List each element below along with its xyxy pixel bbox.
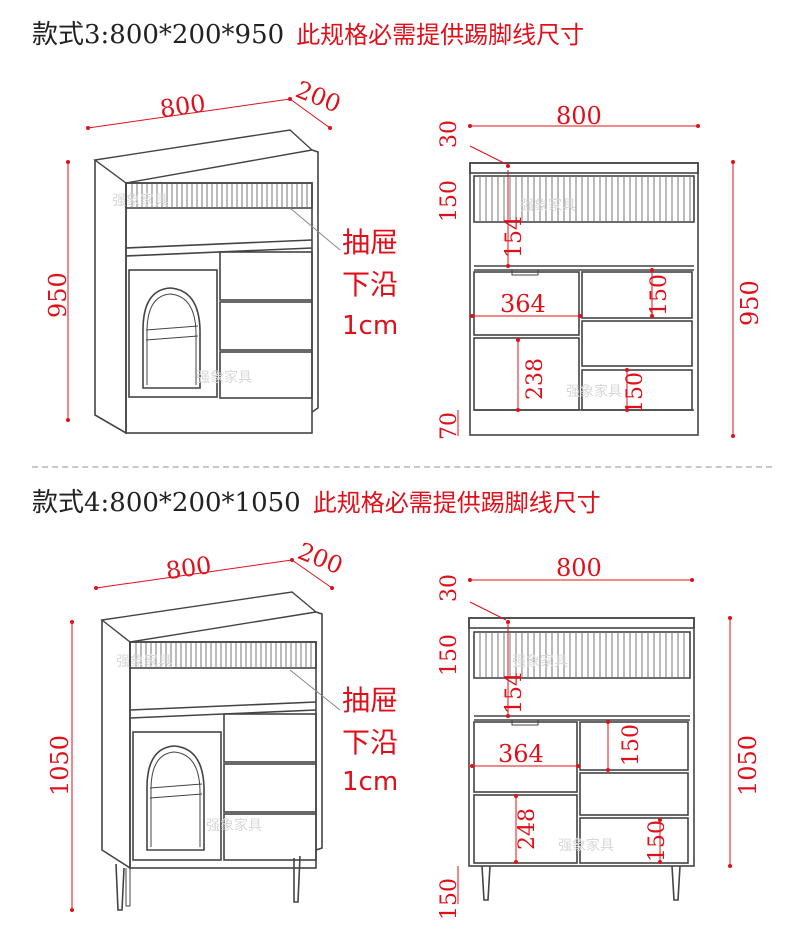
style4-annot-line1: 抽屉 — [342, 684, 398, 717]
style4-base: 150 — [437, 878, 462, 920]
style3-watermark-4: 强象家具 — [566, 383, 622, 400]
style3-note: 此规格必需提供踢脚线尺寸 — [296, 21, 585, 49]
style3-annotation: 抽屉 下沿 1cm — [342, 226, 398, 341]
style4-front-width: 800 — [556, 554, 602, 582]
style3-width-label: 800 — [158, 89, 207, 123]
style3-model: 款式3:800*200*950 — [32, 20, 285, 50]
style4-front-height: 1050 — [734, 735, 762, 796]
style4-perspective-view — [100, 591, 341, 911]
style3-drawer-height-1: 150 — [647, 274, 672, 316]
style3-drawing: 强象家具 强象家具 800 200 950 抽屉 下沿 1cm — [44, 75, 764, 440]
style3-watermark-2: 强象家具 — [196, 369, 252, 386]
style3-door-compartment: 238 — [523, 358, 548, 400]
style4-note: 此规格必需提供踢脚线尺寸 — [312, 489, 601, 517]
style4-drawer-width: 364 — [498, 740, 544, 768]
style4-section: 款式4:800*200*1050 此规格必需提供踢脚线尺寸 — [0, 470, 790, 938]
style3-annot-line3: 1cm — [342, 311, 398, 341]
style3-depth-label: 200 — [292, 75, 345, 118]
style4-drawer-height-1: 150 — [619, 724, 644, 766]
style4-door-compartment: 248 — [515, 808, 540, 850]
style3-annot-line2: 下沿 — [342, 268, 398, 301]
style4-annot-line3: 1cm — [342, 767, 398, 797]
style3-annot-line1: 抽屉 — [342, 226, 398, 259]
style3-drawer-height-2: 150 — [623, 372, 648, 414]
style4-front-dims — [457, 579, 731, 904]
style3-base: 70 — [437, 412, 462, 440]
style4-depth-label: 200 — [294, 537, 347, 580]
style4-top-board: 30 — [437, 574, 462, 602]
style3-drawer-width: 364 — [500, 290, 546, 318]
style4-open-shelf: 154 — [502, 672, 527, 714]
style4-watermark-4: 强象家具 — [558, 837, 614, 854]
style4-fluted-panel: 150 — [437, 634, 462, 676]
style4-drawer-height-2: 150 — [645, 820, 670, 862]
style4-annot-line2: 下沿 — [342, 726, 398, 759]
style4-drawing: 强象家具 强象家具 800 200 1050 抽屉 下沿 1cm — [46, 537, 762, 920]
style4-watermark-3: 强象家具 — [512, 653, 568, 670]
style3-section: 款式3:800*200*950 此规格必需提供踢脚线尺寸 — [32, 22, 772, 468]
style3-front-height: 950 — [736, 280, 764, 326]
style3-front-view — [469, 162, 699, 436]
style4-perspective-dims: 800 200 1050 — [46, 537, 347, 912]
style4-title: 款式4:800*200*1050 此规格必需提供踢脚线尺寸 — [32, 490, 601, 516]
style3-watermark-1: 强象家具 — [112, 192, 168, 209]
style4-model: 款式4:800*200*1050 — [32, 488, 301, 518]
style4-watermark-1: 强象家具 — [116, 653, 172, 670]
style3-fluted-panel: 150 — [437, 180, 462, 222]
style3-front-width: 800 — [556, 102, 602, 130]
style4-front-view — [468, 617, 695, 901]
style3-front-dims — [457, 125, 734, 436]
style3-height-label: 950 — [44, 272, 72, 318]
style3-open-shelf: 154 — [502, 216, 527, 258]
style3-perspective-view — [93, 129, 341, 435]
style3-title: 款式3:800*200*950 此规格必需提供踢脚线尺寸 — [32, 22, 584, 48]
style3-watermark-3: 强象家具 — [520, 197, 576, 214]
style4-height-label: 1050 — [46, 735, 74, 796]
style4-width-label: 800 — [164, 551, 213, 585]
section-divider — [32, 466, 772, 468]
style3-perspective-dims: 800 200 950 — [44, 75, 345, 422]
style3-top-board: 30 — [437, 120, 462, 148]
style4-watermark-2: 强象家具 — [206, 817, 262, 834]
style4-annotation: 抽屉 下沿 1cm — [342, 684, 398, 797]
